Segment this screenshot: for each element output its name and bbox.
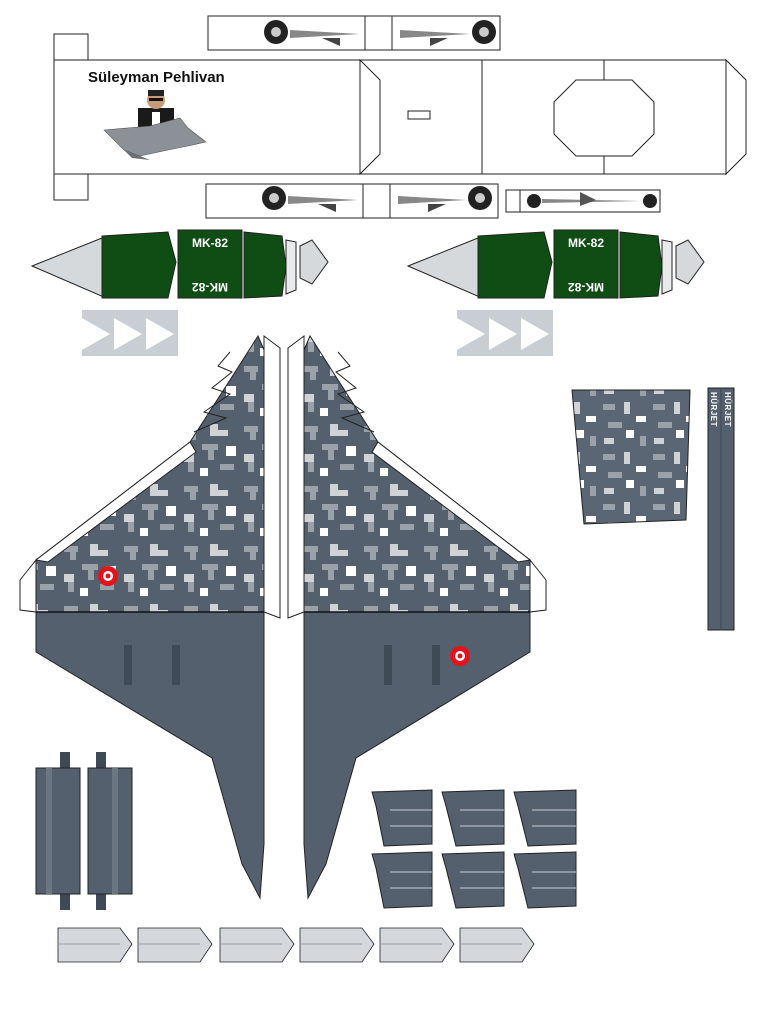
bomb-net-right (406, 229, 705, 299)
turkish-roundel-icon (98, 566, 118, 586)
turkish-roundel-icon (450, 646, 470, 666)
bomb-label-inverted: MK-82 (192, 280, 229, 294)
intake-strips (35, 752, 133, 910)
bomb-fins-right (457, 310, 553, 356)
gear-strip-top (207, 15, 501, 51)
fuselage-net (53, 33, 747, 201)
bomb-label: MK-82 (191, 236, 228, 250)
author-photo (103, 90, 207, 160)
tail-label: HÜRJET (723, 392, 732, 428)
tail-label: HÜRJET (709, 392, 718, 428)
bomb-label-inverted: MK-82 (568, 280, 605, 294)
vertical-tail (571, 387, 735, 631)
missile-strips (57, 927, 535, 963)
octagon-cutout (553, 79, 655, 157)
bomb-label: MK-82 (567, 236, 604, 250)
gear-strip-bottom (205, 183, 661, 219)
author-name: Süleyman Pehlivan (88, 69, 225, 86)
wing-half-left (19, 334, 281, 900)
pylon-parts (371, 789, 577, 909)
bomb-net-left (30, 229, 329, 299)
bomb-fins-left (82, 310, 178, 356)
wheel-icon (527, 194, 541, 208)
wing-half-right (287, 334, 547, 900)
wheel-icon (643, 194, 657, 208)
